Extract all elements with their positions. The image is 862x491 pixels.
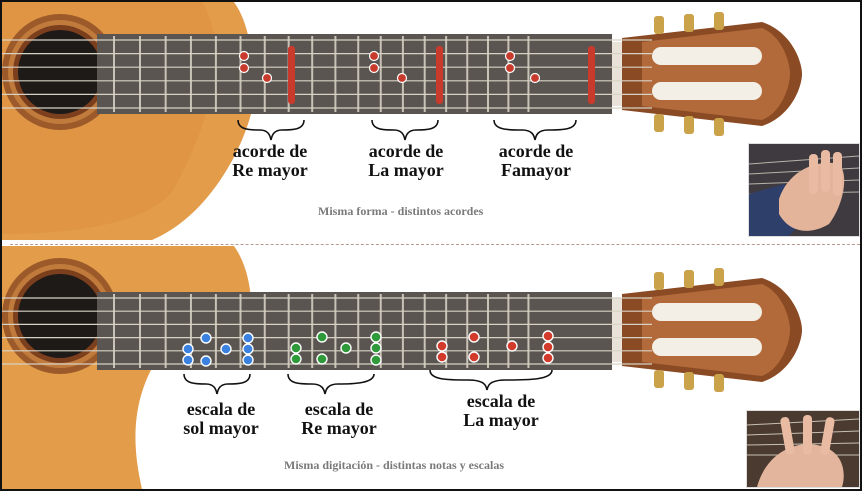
top-caption: Misma forma - distintos acordes [318, 204, 484, 218]
label-escala-la-line2: La mayor [463, 410, 539, 430]
barre-mark [588, 46, 595, 104]
scale-note-dot [542, 330, 554, 342]
label-escala-la: escala de La mayor [446, 392, 556, 430]
scale-note-dot [242, 332, 254, 344]
label-acorde-la-line1: acorde de [368, 141, 444, 161]
label-escala-la-line1: escala de [466, 391, 536, 411]
hand-scale-photo [746, 410, 860, 488]
guitar-bottom-illustration [2, 246, 802, 489]
scale-note-dot [242, 343, 254, 355]
scale-note-dot [340, 342, 352, 354]
scale-note-dot [370, 354, 382, 366]
finger-dot [238, 62, 250, 74]
barre-mark [436, 46, 443, 104]
bottom-panel: escala de sol mayor escala de Re mayor e… [2, 246, 860, 489]
barre-mark [288, 46, 295, 104]
finger-dot [396, 72, 408, 84]
scale-note-dot [316, 331, 328, 343]
scale-note-dot [542, 352, 554, 364]
finger-dot [238, 50, 250, 62]
scale-note-dot [316, 353, 328, 365]
finger-dot [529, 72, 541, 84]
scale-note-dot [200, 355, 212, 367]
finger-dot [504, 62, 516, 74]
label-escala-sol: escala de sol mayor [166, 400, 276, 438]
scale-note-dot [182, 354, 194, 366]
scale-note-dot [436, 340, 448, 352]
scale-note-dot [242, 354, 254, 366]
label-escala-re-line1: escala de [304, 399, 374, 419]
label-acorde-re-line1: acorde de [232, 141, 308, 161]
hand-chord-photo [748, 143, 860, 237]
scale-note-dot [468, 331, 480, 343]
scale-note-dot [506, 340, 518, 352]
scale-note-dot [182, 343, 194, 355]
top-panel: acorde de Re mayor acorde de La mayor ac… [2, 2, 860, 244]
bottom-caption: Misma digitación - distintas notas y esc… [284, 458, 505, 472]
label-acorde-la-line2: La mayor [368, 160, 444, 180]
label-escala-re: escala de Re mayor [284, 400, 394, 438]
label-escala-sol-line2: sol mayor [183, 418, 259, 438]
label-escala-re-line2: Re mayor [301, 418, 377, 438]
finger-dot [504, 50, 516, 62]
label-acorde-fa: acorde de Famayor [486, 142, 586, 180]
scale-note-dot [290, 353, 302, 365]
label-acorde-re: acorde de Re mayor [220, 142, 320, 180]
scale-note-dot [200, 332, 212, 344]
label-acorde-re-line2: Re mayor [232, 160, 308, 180]
label-escala-sol-line1: escala de [186, 399, 256, 419]
guitar-top-illustration [2, 2, 802, 240]
scale-note-dot [436, 351, 448, 363]
scale-note-dot [370, 342, 382, 354]
finger-dot [368, 62, 380, 74]
finger-dot [261, 72, 273, 84]
label-acorde-fa-line2: Famayor [501, 160, 571, 180]
label-acorde-la: acorde de La mayor [356, 142, 456, 180]
label-acorde-fa-line1: acorde de [498, 141, 574, 161]
section-divider [10, 244, 860, 245]
finger-dot [368, 50, 380, 62]
scale-note-dot [542, 341, 554, 353]
scale-note-dot [468, 351, 480, 363]
scale-note-dot [290, 342, 302, 354]
scale-note-dot [370, 331, 382, 343]
scale-note-dot [220, 343, 232, 355]
